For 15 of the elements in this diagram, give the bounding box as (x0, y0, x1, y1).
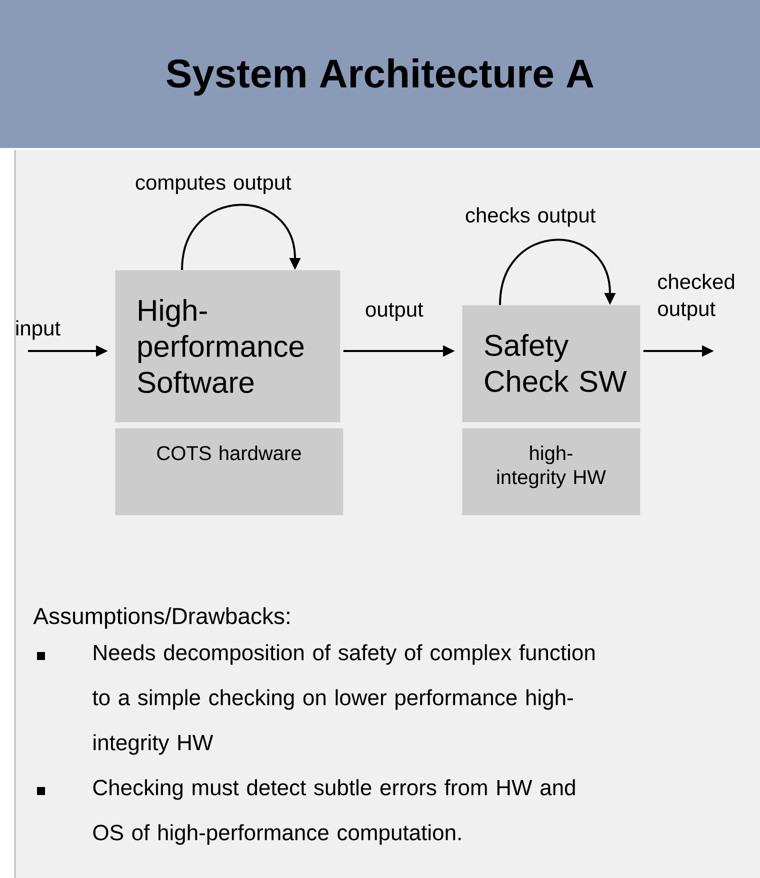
edge-label: output (366, 303, 424, 321)
arrow (181, 204, 301, 270)
software-box: High-performance Software (115, 270, 340, 422)
edge-label: checks output (466, 207, 596, 227)
edge-label: computes output (136, 176, 292, 194)
bullet-text: Needs decomposition of safety of complex function to a simple checking on lower performance high-integrity HW (92, 644, 594, 755)
bullet-text: Checking must detect subtle errors from HW and OS of high-performance computation. (93, 779, 575, 845)
edge-label: input (16, 320, 60, 340)
hardware-box: COTS hardware (115, 428, 344, 516)
title-banner: System Architecture A (0, 0, 760, 148)
edge-label: checked output (658, 274, 734, 320)
hardware-box: high-integrity HW (462, 428, 640, 516)
software-box: Safety Check SW (462, 305, 640, 422)
arrow (499, 238, 616, 306)
list-heading: Assumptions/Drawbacks: (33, 607, 290, 629)
